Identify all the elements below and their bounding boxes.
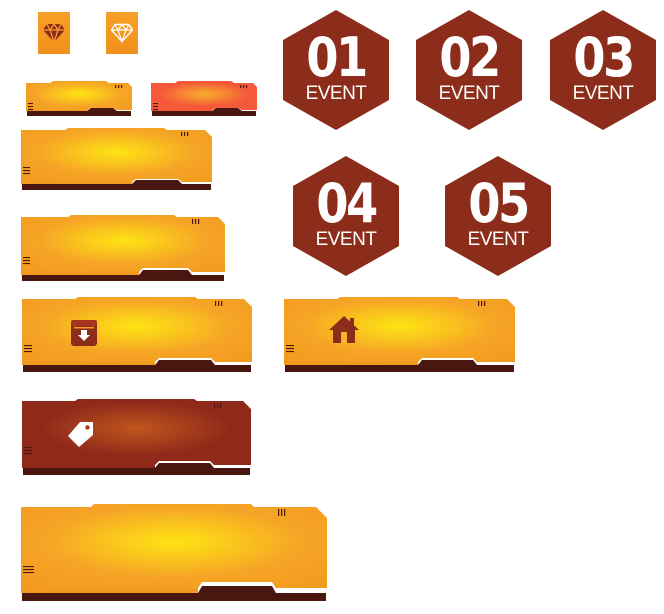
event-badge-2[interactable]: 02 EVENT	[415, 9, 523, 131]
hexagon-shape	[293, 156, 399, 276]
panel-tag[interactable]	[22, 399, 251, 475]
panel-frame	[21, 504, 327, 601]
event-number: 02	[439, 26, 501, 89]
event-badge-3[interactable]: 03 EVENT	[549, 9, 657, 131]
event-number: 03	[573, 26, 635, 89]
panel-frame	[151, 81, 257, 116]
panel-frame	[22, 297, 252, 372]
panel-frame	[22, 399, 251, 475]
event-label: EVENT	[315, 229, 377, 250]
panel-download[interactable]	[22, 297, 252, 372]
event-badge-4[interactable]: 04 EVENT	[292, 155, 400, 277]
gem-tile-outline[interactable]	[106, 12, 138, 54]
panel-frame	[284, 297, 515, 372]
tag-icon	[66, 419, 96, 449]
event-label: EVENT	[438, 83, 500, 104]
panel-home[interactable]	[284, 297, 515, 372]
hexagon-shape	[416, 10, 522, 130]
event-badge-1[interactable]: 01 EVENT	[282, 9, 390, 131]
home-icon	[328, 315, 360, 345]
panel-frame	[21, 215, 225, 281]
hexagon-shape	[445, 156, 551, 276]
event-label: EVENT	[572, 83, 634, 104]
panel-large-orange[interactable]	[21, 504, 327, 601]
event-number: 04	[316, 172, 378, 235]
hexagon-shape	[550, 10, 656, 130]
event-number: 05	[468, 172, 530, 235]
panel-small-red[interactable]	[151, 81, 257, 116]
hexagon-shape	[283, 10, 389, 130]
event-label: EVENT	[305, 83, 367, 104]
download-box-icon	[70, 319, 98, 347]
panel-medium-orange-2[interactable]	[21, 215, 225, 281]
panel-medium-orange-1[interactable]	[21, 128, 212, 190]
diamond-icon	[43, 23, 65, 43]
diamond-icon	[110, 23, 134, 43]
panel-frame	[26, 81, 132, 116]
gem-tile-filled[interactable]	[38, 12, 70, 54]
event-label: EVENT	[467, 229, 529, 250]
panel-frame	[21, 128, 212, 190]
panel-small-orange[interactable]	[26, 81, 132, 116]
event-number: 01	[306, 26, 368, 89]
event-badge-5[interactable]: 05 EVENT	[444, 155, 552, 277]
